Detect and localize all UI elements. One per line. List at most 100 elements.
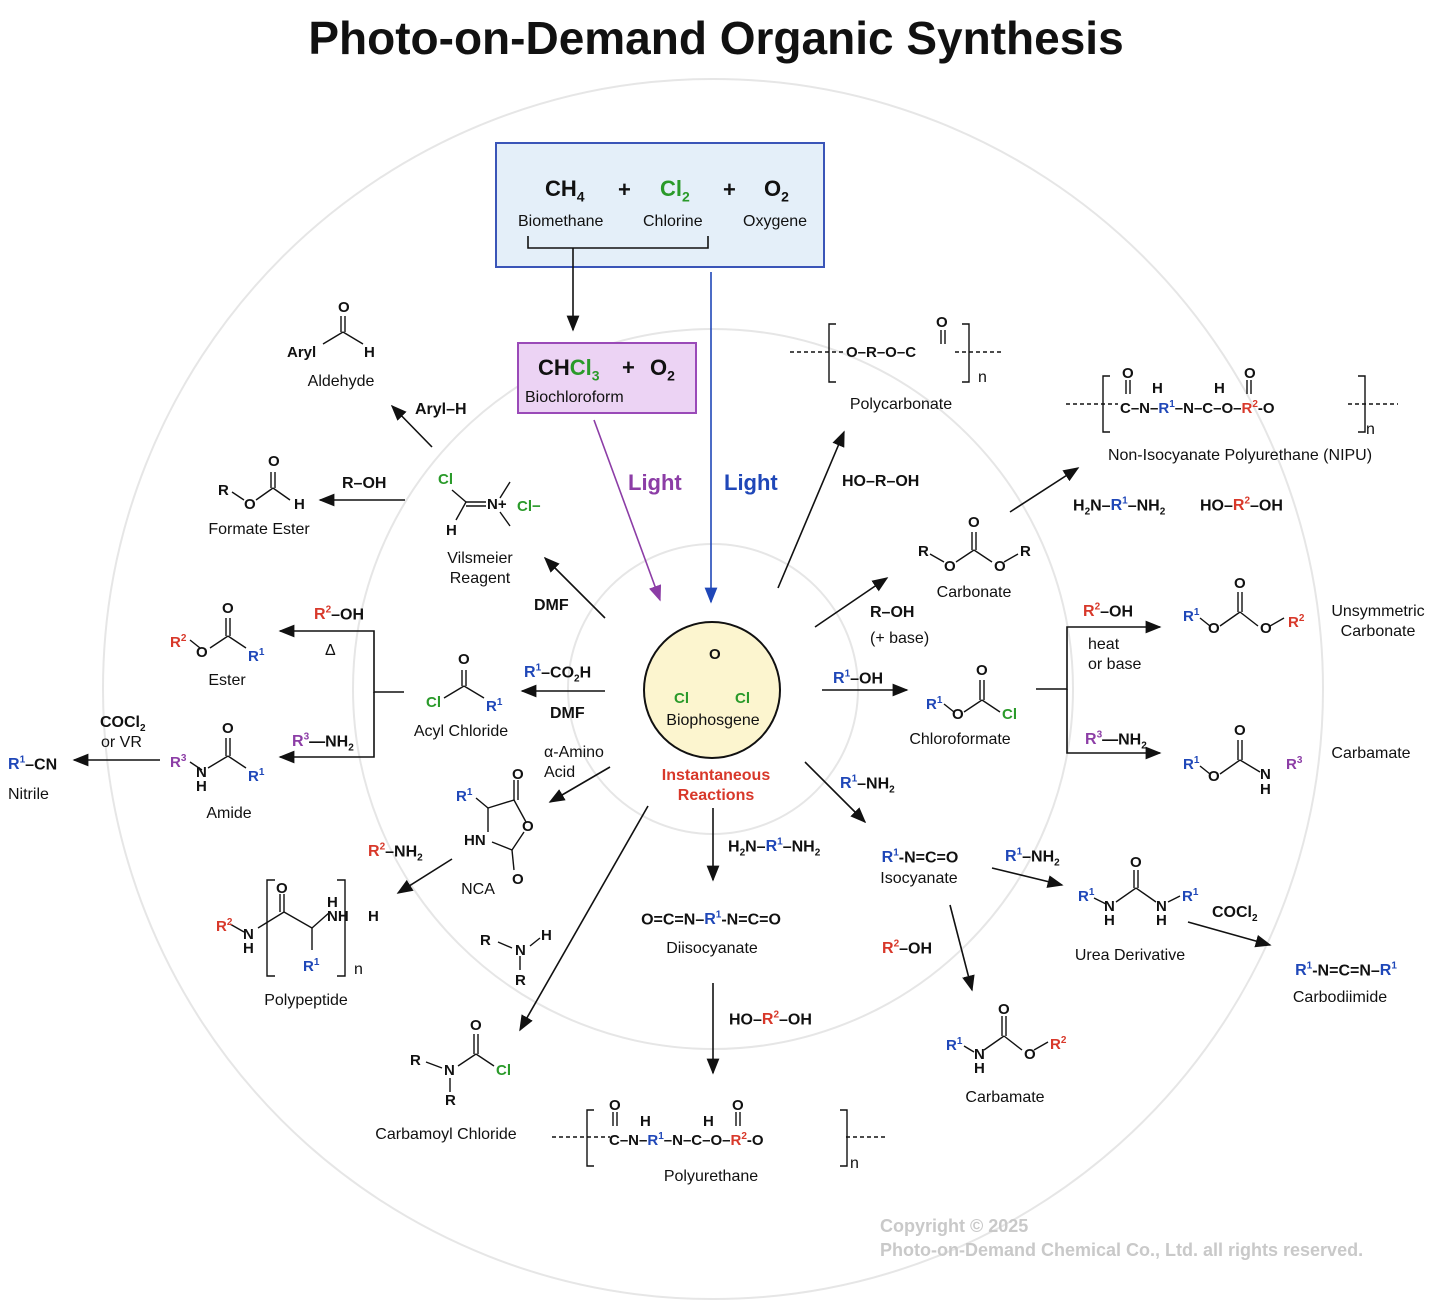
nipu-formula: C–N–R1–N–C–O–R2-O — [1120, 399, 1275, 417]
feedstock-box — [495, 142, 825, 268]
carbamoyl-r-left: R — [410, 1052, 421, 1069]
biophosgene-label: Biophosgene — [666, 712, 760, 729]
carbamate-b-r1: R1 — [946, 1036, 963, 1054]
unsym-label-2: Carbonate — [1340, 623, 1416, 640]
unsym-r1: R1 — [1183, 607, 1200, 625]
carbamoyl-oxygen: O — [470, 1017, 482, 1034]
ester-label: Ester — [208, 672, 246, 689]
urea-r1-left: R1 — [1078, 887, 1095, 905]
reagent-dmf-acyl: DMF — [550, 705, 585, 722]
vilsmeier-anion: Cl− — [517, 498, 541, 515]
aldehyde-oxygen: O — [338, 299, 350, 316]
polycarbonate-oxygen: O — [936, 314, 948, 331]
biophosgene-cl-right: Cl — [735, 690, 750, 707]
nitrile-formula: R1–CN — [8, 755, 58, 774]
urea-h-right: H — [1156, 912, 1167, 929]
chcl3-formula: CHCl3 — [538, 355, 600, 384]
amine-r-left: R — [480, 932, 491, 949]
biophosgene-cl-left: Cl — [674, 690, 689, 707]
reagent-r3-nh2-amide: R3—NH2 — [292, 732, 354, 754]
carbamate-b-oxygen: O — [998, 1001, 1010, 1018]
ester-r1: R1 — [248, 647, 265, 665]
reagent-r-oh-formate: R–OH — [342, 475, 387, 492]
carbodiimide-formula: R1-N=C=N–R1 — [1295, 961, 1397, 980]
chloroformate-r1: R1 — [926, 695, 943, 713]
aldehyde-h: H — [364, 344, 375, 361]
polypeptide-oxygen: O — [276, 880, 288, 897]
chlorine-formula: Cl2 — [660, 176, 690, 205]
reagent-dmf-vilsmeier: DMF — [534, 597, 569, 614]
polypeptide-n-sub: n — [354, 961, 363, 978]
reagent-r2-oh-ester: R2–OH — [314, 605, 365, 624]
carbamoyl-r-bottom: R — [445, 1092, 456, 1109]
amide-label: Amide — [206, 805, 252, 822]
ester-o-ether: O — [196, 644, 208, 661]
nca-o-ring: O — [522, 818, 534, 835]
polypeptide-r1: R1 — [303, 957, 320, 975]
carbodiimide-label: Carbodiimide — [1292, 989, 1388, 1006]
formate-r: R — [218, 482, 229, 499]
isocyanate-label: Isocyanate — [880, 870, 958, 887]
polycarbonate-formula: O–R–O–C — [846, 344, 917, 361]
nca-r1: R1 — [456, 787, 473, 805]
pu-o-1: O — [609, 1097, 621, 1114]
carbonate-r-left: R — [918, 543, 929, 560]
carbamate-r-n: N — [1260, 766, 1271, 783]
chloroformate-cl: Cl — [1002, 706, 1017, 723]
reagent-diol-pu: HO–R2–OH — [729, 1010, 812, 1029]
vilsmeier-label-2: Reagent — [449, 570, 511, 587]
formate-ester-label: Formate Ester — [208, 521, 310, 538]
urea-n-left: N — [1104, 898, 1115, 915]
unsym-oxygen: O — [1234, 575, 1246, 592]
carbamate-right-label: Carbamate — [1331, 745, 1411, 762]
carbonate-r-right: R — [1020, 543, 1031, 560]
acyl-chloride-r1: R1 — [486, 697, 503, 715]
polycarbonate-label: Polycarbonate — [849, 396, 953, 413]
amine-h: H — [541, 927, 552, 944]
copyright-line-1: Copyright © 2025 — [880, 1216, 1029, 1236]
unsym-o-left: O — [1208, 620, 1220, 637]
chlorine-label: Chlorine — [643, 213, 703, 230]
plus-sign: + — [723, 177, 736, 202]
reagent-r-oh-carbonate: R–OH — [870, 604, 915, 621]
formate-h: H — [294, 496, 305, 513]
nitrile-label: Nitrile — [8, 786, 49, 803]
reagent-or-base: or base — [1088, 656, 1142, 673]
unsym-label-1: Unsymmetric — [1331, 603, 1425, 620]
reagent-plus-base: (+ base) — [870, 630, 930, 647]
pu-o-2: O — [732, 1097, 744, 1114]
nca-o-bottom: O — [512, 871, 524, 888]
formate-o-ether: O — [244, 496, 256, 513]
pu-h-2: H — [703, 1113, 714, 1130]
diisocyanate-label: Diisocyanate — [666, 940, 758, 957]
methane-formula: CH4 — [545, 176, 585, 205]
urea-n-right: N — [1156, 898, 1167, 915]
reagent-r1-nh2-iso: R1–NH2 — [840, 774, 895, 796]
carbamoyl-chloride-label: Carbamoyl Chloride — [375, 1126, 517, 1143]
nipu-o-2: O — [1244, 365, 1256, 382]
carbamoyl-cl: Cl — [496, 1062, 511, 1079]
plus-sign: + — [622, 355, 635, 380]
urea-oxygen: O — [1130, 854, 1142, 871]
polypeptide-label: Polypeptide — [264, 992, 348, 1009]
polypeptide-h: H — [243, 940, 254, 957]
nca-hn: HN — [464, 832, 486, 849]
carbamate-r-oxygen: O — [1234, 722, 1246, 739]
pu-h-1: H — [640, 1113, 651, 1130]
reagent-r3-nh2-carbamate: R3—NH2 — [1085, 730, 1147, 752]
polypeptide-h-top: H — [327, 894, 338, 911]
biophosgene-circle — [643, 621, 781, 759]
carbamate-b-o: O — [1024, 1046, 1036, 1063]
amide-r1: R1 — [248, 767, 265, 785]
methane-label: Biomethane — [518, 213, 604, 230]
polyurethane-formula: C–N–R1–N–C–O–R2-O — [609, 1131, 764, 1149]
ester-oxygen: O — [222, 600, 234, 617]
copyright-line-2: Photo-on-Demand Chemical Co., Ltd. all r… — [880, 1240, 1364, 1260]
amide-r3: R3 — [170, 753, 187, 771]
chloroformate-oxygen: O — [976, 662, 988, 679]
acyl-chloride-label: Acyl Chloride — [413, 723, 509, 740]
polypeptide-h-end: H — [368, 908, 379, 925]
vilsmeier-n-plus: N+ — [487, 496, 507, 513]
